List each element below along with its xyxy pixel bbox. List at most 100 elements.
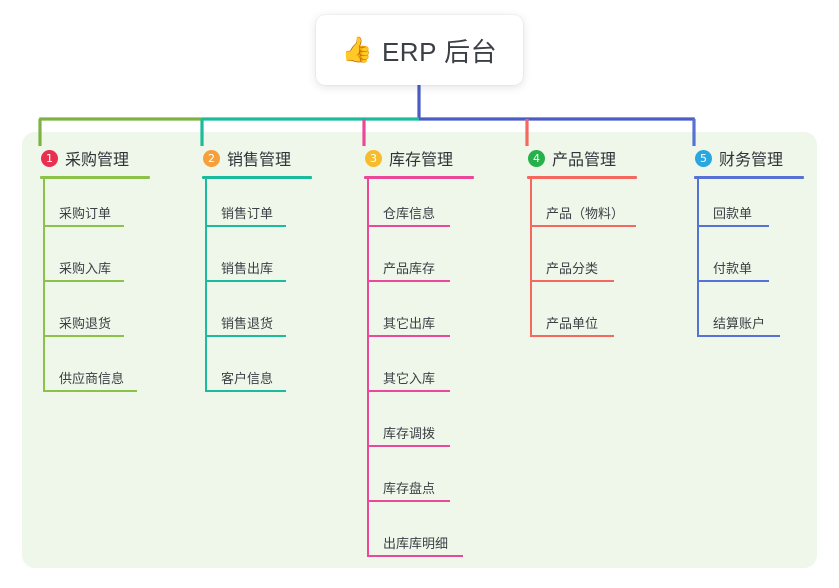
branches-panel	[22, 132, 817, 568]
branch-header-rule	[364, 176, 474, 179]
branch-header-5[interactable]: 5 财务管理	[682, 145, 804, 171]
branch-number-badge: 1	[41, 149, 58, 167]
leaf-rule	[368, 390, 450, 392]
leaf-node[interactable]: 产品（物料）	[515, 179, 637, 234]
branch-column-1: 1 采购管理采购订单采购入库采购退货供应商信息	[28, 145, 150, 399]
branch-column-5: 5 财务管理回款单付款单结算账户	[682, 145, 804, 344]
leaf-label: 付款单	[713, 261, 753, 276]
leaf-rule	[368, 555, 463, 557]
leaf-label: 客户信息	[221, 371, 274, 386]
leaf-node[interactable]: 付款单	[682, 234, 804, 289]
branch-number-badge: 4	[528, 149, 545, 167]
branch-header-rule	[40, 176, 150, 179]
leaf-rule	[206, 225, 286, 227]
leaf-label: 销售退货	[221, 316, 274, 331]
leaf-rule	[206, 280, 286, 282]
leaf-node[interactable]: 仓库信息	[352, 179, 474, 234]
branch-column-2: 2 销售管理销售订单销售出库销售退货客户信息	[190, 145, 312, 399]
branch-column-3: 3 库存管理仓库信息产品库存其它出库其它入库库存调拨库存盘点出库库明细	[352, 145, 474, 564]
leaf-node[interactable]: 其它入库	[352, 344, 474, 399]
branch-header-label: 采购管理	[65, 152, 130, 169]
leaf-node[interactable]: 其它出库	[352, 289, 474, 344]
leaf-rule	[368, 500, 450, 502]
leaf-label: 销售出库	[221, 261, 274, 276]
leaf-node[interactable]: 采购订单	[28, 179, 150, 234]
leaf-label: 结算账户	[713, 316, 766, 331]
leaf-label: 产品（物料）	[546, 206, 625, 221]
branch-leaf-list: 回款单付款单结算账户	[682, 179, 804, 344]
leaf-rule	[368, 280, 450, 282]
branch-number-badge: 2	[203, 149, 220, 167]
branch-header-1[interactable]: 1 采购管理	[28, 145, 150, 171]
leaf-node[interactable]: 销售退货	[190, 289, 312, 344]
leaf-label: 销售订单	[221, 206, 274, 221]
leaf-label: 其它入库	[383, 371, 436, 386]
leaf-rule	[368, 445, 450, 447]
leaf-rule	[531, 225, 636, 227]
leaf-node[interactable]: 采购入库	[28, 234, 150, 289]
branch-spine	[367, 179, 369, 557]
branch-header-label: 库存管理	[389, 152, 454, 169]
leaf-rule	[44, 280, 124, 282]
leaf-label: 库存盘点	[383, 481, 436, 496]
root-title: ERP 后台	[381, 36, 498, 67]
leaf-node[interactable]: 出库库明细	[352, 509, 474, 564]
branch-header-label: 销售管理	[227, 152, 292, 169]
leaf-rule	[531, 335, 614, 337]
leaf-node[interactable]: 产品分类	[515, 234, 637, 289]
branch-header-label: 产品管理	[552, 152, 617, 169]
branch-number-badge: 3	[365, 149, 382, 167]
leaf-rule	[44, 390, 137, 392]
leaf-node[interactable]: 采购退货	[28, 289, 150, 344]
branch-leaf-list: 销售订单销售出库销售退货客户信息	[190, 179, 312, 399]
branch-spine	[205, 179, 207, 392]
leaf-rule	[206, 335, 286, 337]
leaf-label: 其它出库	[383, 316, 436, 331]
leaf-rule	[368, 225, 450, 227]
branch-header-rule	[202, 176, 312, 179]
branch-spine	[697, 179, 699, 337]
leaf-node[interactable]: 库存调拨	[352, 399, 474, 454]
branch-header-2[interactable]: 2 销售管理	[190, 145, 312, 171]
branch-spine	[43, 179, 45, 392]
leaf-label: 供应商信息	[59, 371, 125, 386]
leaf-rule	[206, 390, 286, 392]
branch-header-rule	[527, 176, 637, 179]
root-node[interactable]: 👍 ERP 后台	[316, 15, 523, 85]
leaf-rule	[698, 280, 769, 282]
leaf-label: 采购退货	[59, 316, 112, 331]
leaf-node[interactable]: 销售出库	[190, 234, 312, 289]
branch-header-3[interactable]: 3 库存管理	[352, 145, 474, 171]
branch-number-badge: 5	[695, 149, 712, 167]
leaf-label: 产品分类	[546, 261, 599, 276]
leaf-node[interactable]: 客户信息	[190, 344, 312, 399]
leaf-node[interactable]: 供应商信息	[28, 344, 150, 399]
branch-column-4: 4 产品管理产品（物料） 产品分类产品单位	[515, 145, 637, 344]
branch-header-rule	[694, 176, 804, 179]
leaf-rule	[368, 335, 450, 337]
branch-header-label: 财务管理	[719, 152, 784, 169]
thumbs-up-icon: 👍	[341, 35, 373, 64]
branch-leaf-list: 产品（物料） 产品分类产品单位	[515, 179, 637, 344]
branch-spine	[530, 179, 532, 337]
leaf-label: 产品库存	[383, 261, 436, 276]
leaf-node[interactable]: 库存盘点	[352, 454, 474, 509]
leaf-rule	[698, 335, 780, 337]
leaf-label: 仓库信息	[383, 206, 436, 221]
leaf-node[interactable]: 结算账户	[682, 289, 804, 344]
leaf-rule	[44, 225, 124, 227]
leaf-label: 采购订单	[59, 206, 112, 221]
leaf-label: 库存调拨	[383, 426, 436, 441]
leaf-label: 出库库明细	[383, 536, 449, 551]
leaf-node[interactable]: 销售订单	[190, 179, 312, 234]
leaf-node[interactable]: 产品库存	[352, 234, 474, 289]
branch-leaf-list: 仓库信息产品库存其它出库其它入库库存调拨库存盘点出库库明细	[352, 179, 474, 564]
branch-leaf-list: 采购订单采购入库采购退货供应商信息	[28, 179, 150, 399]
leaf-node[interactable]: 回款单	[682, 179, 804, 234]
leaf-label: 产品单位	[546, 316, 599, 331]
leaf-rule	[44, 335, 124, 337]
branch-header-4[interactable]: 4 产品管理	[515, 145, 637, 171]
leaf-node[interactable]: 产品单位	[515, 289, 637, 344]
leaf-rule	[698, 225, 769, 227]
